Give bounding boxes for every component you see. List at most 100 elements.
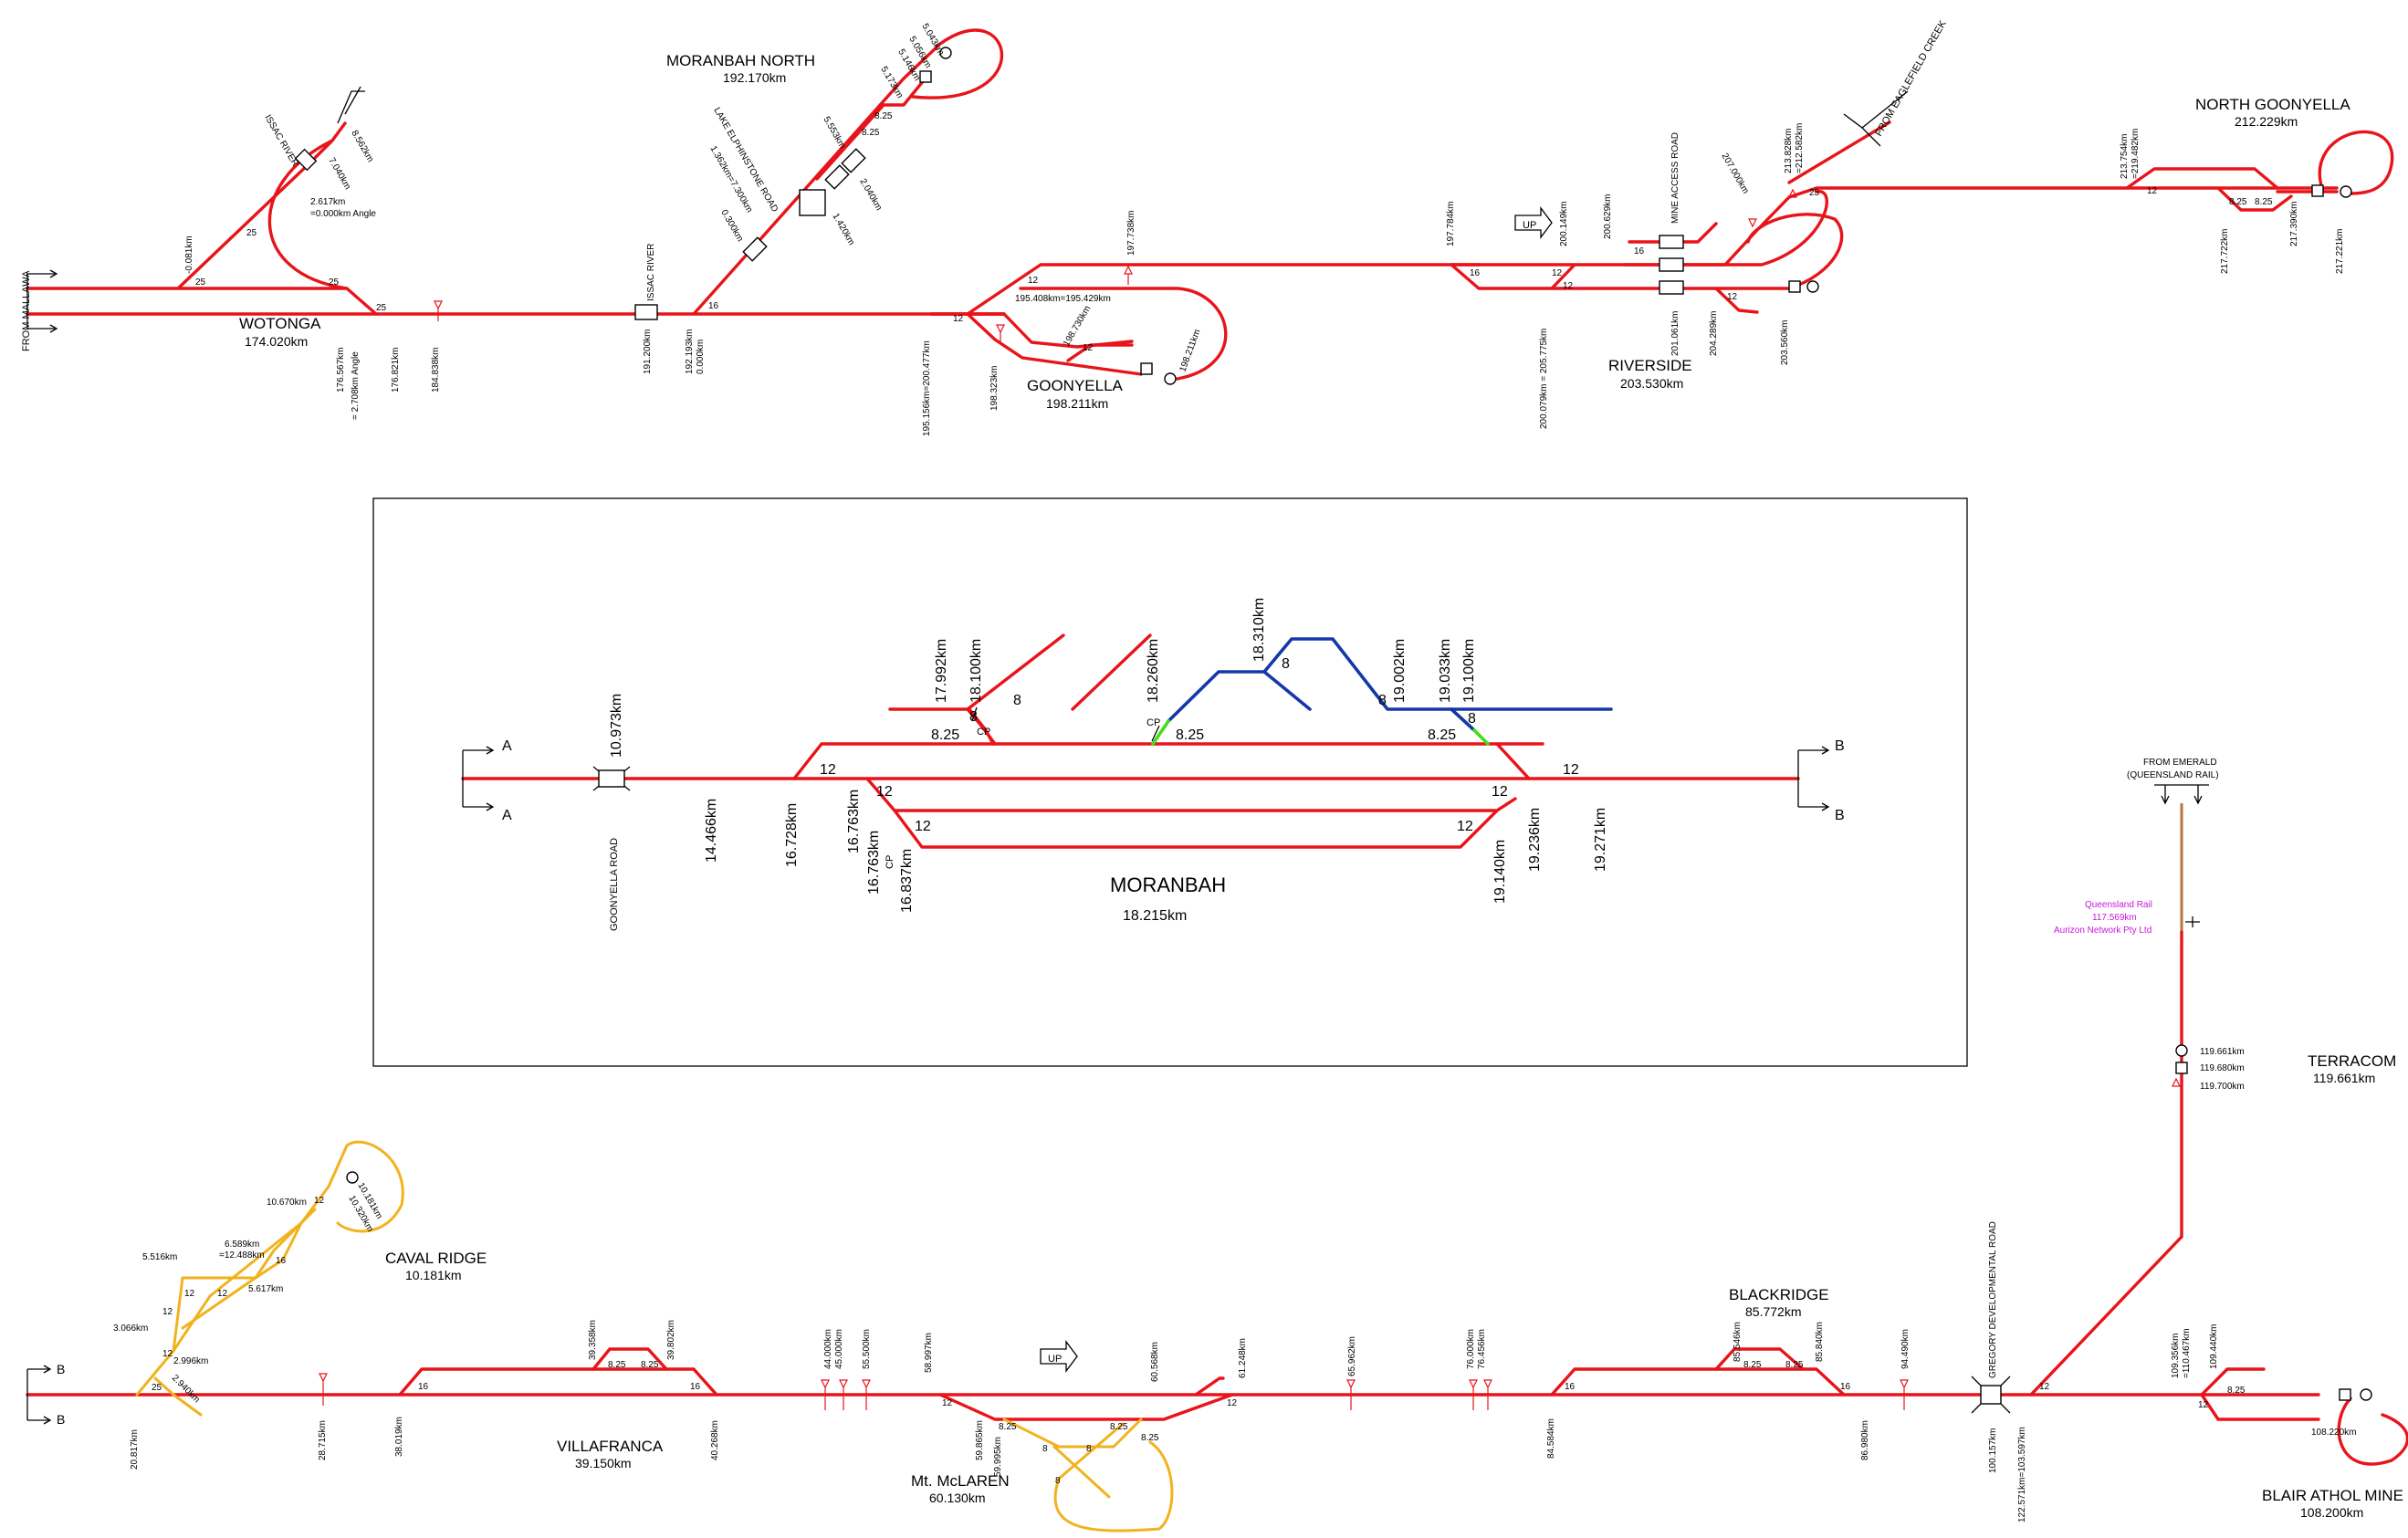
qr-km: 117.569km [2092, 913, 2137, 923]
mclaren-loop [938, 1393, 1234, 1421]
moranbah-north-box-2 [824, 164, 850, 190]
top-km-labels: -0.081km 8.562km 7.040km 2.617km =0.000k… [184, 22, 2345, 436]
blair-athol-w-l-sign [2339, 1388, 2372, 1401]
lake-elphinstone-crossing [799, 189, 826, 216]
svg-text:12: 12 [942, 1398, 953, 1408]
svg-text:8.25: 8.25 [1785, 1360, 1804, 1370]
riverside-km: 203.530km [1620, 376, 1683, 391]
svg-text:10.670km: 10.670km [267, 1198, 307, 1208]
mt-mclaren-name: Mt. McLAREN [911, 1472, 1010, 1490]
svg-text:=219.482km: =219.482km [2131, 129, 2141, 179]
goonyella-km: 198.211km [1046, 396, 1108, 411]
issac-river-label-1: ISSAC RIVER [262, 113, 299, 168]
svg-text:5.553km: 5.553km [821, 115, 847, 151]
svg-text:12: 12 [953, 314, 964, 324]
track-riverside-spur [1628, 222, 1718, 244]
track-ng-lower-loop [2216, 186, 2293, 212]
svg-text:207.000km: 207.000km [1719, 152, 1750, 195]
bottom-turnout-numbers: 25 12 12 12 12 16 12 16 8.25 8.25 16 12 … [152, 1196, 2246, 1486]
moranbah-turnout-east [1472, 728, 1490, 746]
svg-text:16.728km: 16.728km [784, 803, 800, 867]
caval-ridge-l-sign [346, 1171, 359, 1184]
goonyella-name: GOONYELLA [1027, 377, 1124, 394]
svg-text:201.061km: 201.061km [1670, 311, 1680, 356]
svg-text:18.260km: 18.260km [1146, 639, 1161, 703]
svg-text:39.358km: 39.358km [588, 1320, 598, 1360]
blackridge-km: 85.772km [1745, 1304, 1801, 1319]
moranbah-north-box-3 [841, 148, 866, 173]
bottom-network [26, 803, 2408, 1533]
svg-text:19.271km: 19.271km [1593, 808, 1608, 872]
svg-text:8.25: 8.25 [874, 111, 893, 121]
villafranca-siding [592, 1347, 668, 1371]
svg-text:38.019km: 38.019km [394, 1417, 404, 1457]
svg-text:12: 12 [1552, 268, 1563, 278]
section-b-lower: B [1835, 808, 1845, 823]
svg-text:86.980km: 86.980km [1860, 1420, 1870, 1460]
track-goonyella-siding [1066, 343, 1134, 362]
svg-text:8: 8 [1468, 711, 1476, 727]
svg-text:65.962km: 65.962km [1347, 1336, 1357, 1376]
track-moranbah-north-loop [815, 78, 926, 181]
svg-text:14.466km: 14.466km [704, 799, 719, 863]
svg-text:= 2.708km Angle: = 2.708km Angle [351, 351, 361, 420]
svg-text:16: 16 [708, 301, 719, 311]
svg-text:200.149km: 200.149km [1559, 202, 1569, 246]
svg-text:197.784km: 197.784km [1446, 202, 1456, 246]
svg-text:85.840km: 85.840km [1815, 1322, 1825, 1362]
wotonga-name: WOTONGA [239, 315, 321, 332]
svg-text:8.25: 8.25 [608, 1360, 626, 1370]
svg-text:40.268km: 40.268km [710, 1420, 720, 1460]
track-riverside-loop [1450, 263, 1791, 290]
svg-text:85.546km: 85.546km [1733, 1322, 1743, 1362]
svg-text:17.992km: 17.992km [934, 639, 949, 703]
svg-text:8: 8 [969, 709, 978, 725]
svg-text:197.738km: 197.738km [1126, 211, 1136, 256]
svg-text:=0.000km Angle: =0.000km Angle [310, 209, 376, 219]
track-main-east [929, 263, 1481, 316]
svg-text:198.323km: 198.323km [989, 366, 1000, 411]
svg-text:119.700km: 119.700km [2200, 1082, 2245, 1092]
moranbah-cp-link [968, 707, 995, 746]
svg-text:12: 12 [2039, 1382, 2050, 1392]
svg-text:B: B [57, 1412, 65, 1427]
svg-text:8: 8 [1042, 1444, 1048, 1454]
moranbah-name: MORANBAH [1110, 874, 1226, 896]
svg-text:8.25: 8.25 [1428, 727, 1456, 743]
svg-text:8.25: 8.25 [1141, 1433, 1159, 1443]
from-emerald-label-2: (QUEENSLAND RAIL) [2127, 770, 2219, 780]
riverside-w-l-sign [1788, 280, 1819, 293]
moranbah-km: 18.215km [1123, 908, 1187, 924]
svg-text:8: 8 [1013, 693, 1021, 708]
svg-text:16.763km: 16.763km [866, 831, 882, 895]
svg-text:16: 16 [1634, 246, 1645, 256]
svg-text:44.000km: 44.000km [823, 1329, 833, 1369]
moranbah-branch-1 [966, 633, 1065, 711]
from-mallawa: FROM MALLAWA [21, 269, 58, 351]
svg-text:=212.582km: =212.582km [1795, 123, 1805, 173]
blair-athol-balloon [2337, 1397, 2408, 1466]
mine-access-road-box-2 [1659, 257, 1684, 272]
svg-text:61.248km: 61.248km [1238, 1338, 1248, 1378]
moranbah-new-siding-2 [1262, 670, 1312, 711]
svg-text:25: 25 [152, 1383, 162, 1393]
svg-text:19.140km: 19.140km [1492, 840, 1508, 904]
track-riverside-siding [1714, 287, 1759, 314]
blackridge-siding [1714, 1347, 1805, 1371]
qr-aurizon-boundary: Queensland Rail 117.569km Aurizon Networ… [2054, 900, 2200, 936]
blackridge-name: BLACKRIDGE [1729, 1286, 1829, 1303]
svg-text:12: 12 [1028, 276, 1039, 286]
mclaren-loop-2 [1194, 1376, 1225, 1397]
svg-text:195.408km=195.429km: 195.408km=195.429km [1015, 294, 1111, 304]
svg-text:25: 25 [195, 277, 206, 288]
svg-text:19.100km: 19.100km [1461, 639, 1477, 703]
svg-text:7.040km: 7.040km [326, 156, 352, 192]
svg-text:8: 8 [1086, 1444, 1092, 1454]
moranbah-loop-lower [865, 777, 1517, 812]
bottom-signals [319, 1373, 1909, 1410]
section-a-upper: A [502, 738, 512, 754]
svg-text:203.560km: 203.560km [1780, 320, 1790, 365]
track-ng-siding [2125, 167, 2279, 190]
moranbah-km-labels: 10.973km 14.466km 16.728km 16.763km 16.7… [609, 598, 1608, 913]
